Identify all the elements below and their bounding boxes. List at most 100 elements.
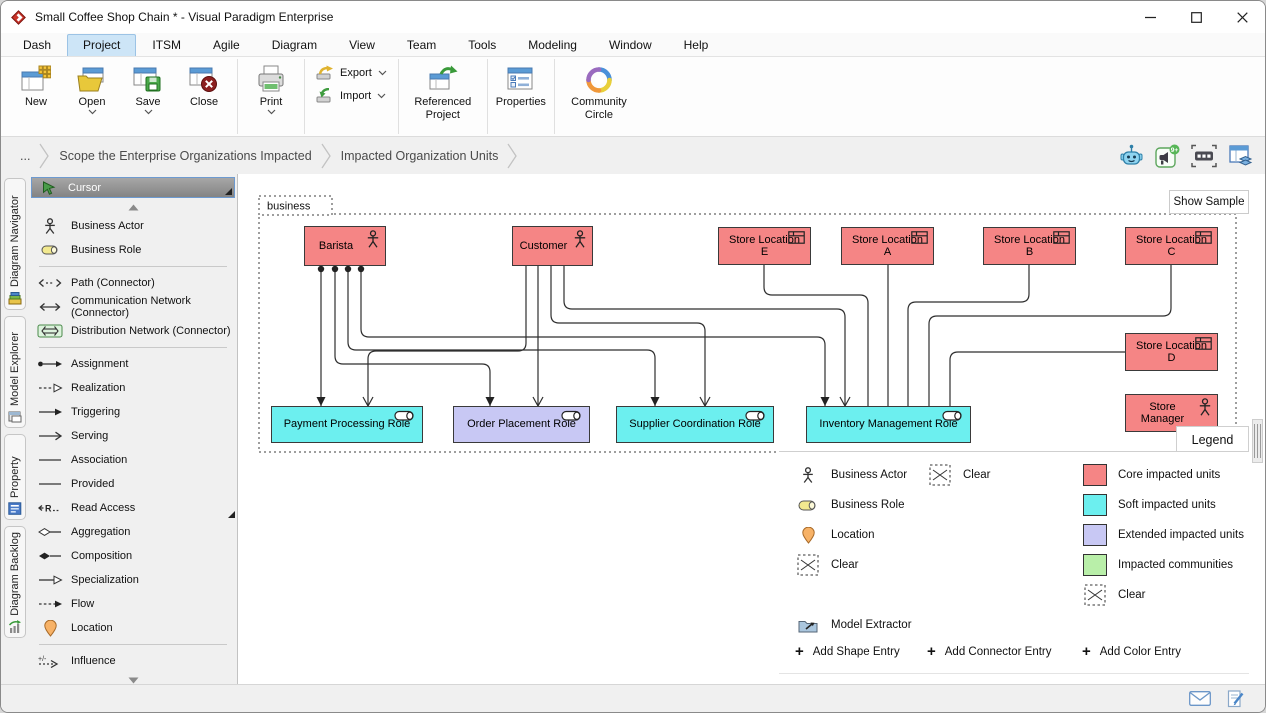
node-customer[interactable]: Customer bbox=[512, 226, 593, 266]
edit-document-icon[interactable] bbox=[1226, 689, 1245, 708]
tool-path-connector[interactable]: Path (Connector) bbox=[29, 271, 237, 295]
close-button[interactable]: Close bbox=[176, 61, 232, 109]
menu-window[interactable]: Window bbox=[608, 38, 652, 52]
tool-influence[interactable]: +/-Influence bbox=[38, 655, 116, 668]
legend-shape-clear[interactable]: Clear bbox=[795, 552, 858, 578]
chevron-down-icon[interactable] bbox=[378, 70, 387, 76]
add-connector-entry-button[interactable]: +Add Connector Entry bbox=[927, 643, 1052, 660]
legend-shape-location[interactable]: Location bbox=[795, 522, 874, 548]
breadcrumb-item[interactable]: Impacted Organization Units bbox=[340, 148, 499, 163]
specialization-icon bbox=[36, 574, 64, 586]
breadcrumb-item[interactable]: ... bbox=[20, 148, 31, 163]
orgunit-icon bbox=[1195, 231, 1212, 244]
print-button[interactable]: Print bbox=[243, 61, 299, 116]
new-button[interactable]: New bbox=[8, 61, 64, 109]
menu-tools[interactable]: Tools bbox=[468, 38, 497, 52]
show-sample-button[interactable]: Show Sample bbox=[1169, 190, 1249, 214]
menu-itsm[interactable]: ITSM bbox=[152, 38, 182, 52]
side-tab-property[interactable]: Property bbox=[4, 434, 26, 520]
menu-team[interactable]: Team bbox=[406, 38, 437, 52]
side-tab-diagram-backlog[interactable]: Diagram Backlog bbox=[4, 526, 26, 638]
export-button[interactable]: Export bbox=[316, 65, 387, 80]
chevron-down-icon[interactable] bbox=[88, 109, 97, 116]
tool-triggering[interactable]: Triggering bbox=[29, 400, 237, 424]
tool-communication-network-connector[interactable]: Communication Network (Connector) bbox=[29, 295, 237, 319]
node-store-location-a[interactable]: Store Location A bbox=[841, 227, 934, 265]
palette-scroll-up[interactable] bbox=[29, 200, 237, 214]
chevron-down-icon[interactable] bbox=[377, 93, 386, 99]
minimize-button[interactable] bbox=[1127, 1, 1173, 33]
node-store-location-e[interactable]: Store Location E bbox=[718, 227, 811, 265]
legend-shape-business-actor[interactable]: Business Actor bbox=[795, 462, 907, 488]
node-supplier-coordination-role[interactable]: Supplier Coordination Role bbox=[616, 406, 774, 443]
import-button[interactable]: Import bbox=[316, 88, 387, 103]
node-label: Store Location D bbox=[1136, 339, 1207, 364]
community-circle-icon bbox=[584, 63, 614, 96]
storyboard-icon[interactable] bbox=[1191, 144, 1217, 168]
message-icon[interactable] bbox=[1189, 691, 1211, 706]
add-shape-entry-button[interactable]: +Add Shape Entry bbox=[795, 643, 900, 660]
breadcrumb-item[interactable]: Scope the Enterprise Organizations Impac… bbox=[59, 148, 312, 163]
tool-location[interactable]: Location bbox=[29, 616, 237, 640]
legend-shape-business-role[interactable]: Business Role bbox=[795, 492, 905, 518]
maximize-button[interactable] bbox=[1173, 1, 1219, 33]
vertical-scrollbar-thumb[interactable] bbox=[1252, 419, 1263, 463]
legend-color-clear[interactable]: Clear bbox=[1082, 582, 1145, 608]
tool-flow[interactable]: Flow bbox=[29, 592, 237, 616]
palette-scroll-down[interactable] bbox=[29, 673, 237, 684]
menu-project[interactable]: Project bbox=[67, 34, 137, 56]
menu-agile[interactable]: Agile bbox=[213, 38, 240, 52]
tool-cursor[interactable]: Cursor bbox=[31, 177, 235, 198]
breadcrumb: ... Scope the Enterprise Organizations Im… bbox=[13, 143, 518, 169]
properties-button[interactable]: Properties bbox=[493, 61, 549, 109]
side-tab-model-explorer[interactable]: Model Explorer bbox=[4, 316, 26, 428]
chevron-down-icon[interactable] bbox=[144, 109, 153, 116]
association-icon bbox=[36, 454, 64, 466]
node-inventory-management-role[interactable]: Inventory Management Role bbox=[806, 406, 971, 443]
legend-model-extractor[interactable]: Model Extractor bbox=[795, 612, 912, 638]
node-store-location-c[interactable]: Store Location C bbox=[1125, 227, 1218, 265]
menu-modeling[interactable]: Modeling bbox=[528, 38, 577, 52]
layers-icon[interactable] bbox=[1228, 144, 1253, 168]
tool-business-actor[interactable]: Business Actor bbox=[29, 214, 237, 238]
node-payment-processing-role[interactable]: Payment Processing Role bbox=[271, 406, 423, 443]
tool-serving[interactable]: Serving bbox=[29, 424, 237, 448]
node-barista[interactable]: Barista bbox=[304, 226, 386, 266]
tool-provided[interactable]: Provided bbox=[29, 472, 237, 496]
tool-composition[interactable]: Composition bbox=[29, 544, 237, 568]
node-order-placement-role[interactable]: Order Placement Role bbox=[453, 406, 590, 443]
menu-view[interactable]: View bbox=[349, 38, 375, 52]
menu-diagram[interactable]: Diagram bbox=[271, 38, 318, 52]
legend-connector-clear[interactable]: Clear bbox=[927, 462, 990, 488]
legend-color-core-impacted-units[interactable]: Core impacted units bbox=[1082, 462, 1220, 488]
side-tab-diagram-navigator[interactable]: Diagram Navigator bbox=[4, 178, 26, 310]
legend-color-soft-impacted-units[interactable]: Soft impacted units bbox=[1082, 492, 1216, 518]
assistant-robot-icon[interactable] bbox=[1119, 144, 1144, 168]
community-circle-button[interactable]: Community Circle bbox=[560, 61, 638, 121]
tool-realization[interactable]: Realization bbox=[29, 376, 237, 400]
node-store-location-d[interactable]: Store Location D bbox=[1125, 333, 1218, 371]
tool-association[interactable]: Association bbox=[29, 448, 237, 472]
tool-specialization[interactable]: Specialization bbox=[29, 568, 237, 592]
serving-icon bbox=[36, 430, 64, 442]
node-store-location-b[interactable]: Store Location B bbox=[983, 227, 1076, 265]
tool-assignment[interactable]: Assignment bbox=[29, 352, 237, 376]
menu-help[interactable]: Help bbox=[683, 38, 709, 52]
announcement-icon[interactable]: 9+ bbox=[1155, 144, 1180, 168]
tool-distribution-network-connector[interactable]: Distribution Network (Connector) bbox=[29, 319, 237, 343]
save-button[interactable]: Save bbox=[120, 61, 176, 116]
tool-business-role[interactable]: Business Role bbox=[29, 238, 237, 262]
tool-aggregation[interactable]: Aggregation bbox=[29, 520, 237, 544]
chevron-down-icon[interactable] bbox=[267, 109, 276, 116]
legend-color-extended-impacted-units[interactable]: Extended impacted units bbox=[1082, 522, 1244, 548]
menu-dash[interactable]: Dash bbox=[23, 38, 52, 52]
open-button[interactable]: Open bbox=[64, 61, 120, 116]
referenced-project-button[interactable]: Referenced Project bbox=[404, 61, 482, 121]
legend-color-impacted-communities[interactable]: Impacted communities bbox=[1082, 552, 1233, 578]
add-color-entry-button[interactable]: +Add Color Entry bbox=[1082, 643, 1181, 660]
close-button[interactable] bbox=[1219, 1, 1265, 33]
node-store-manager[interactable]: Store Manager bbox=[1125, 394, 1218, 432]
